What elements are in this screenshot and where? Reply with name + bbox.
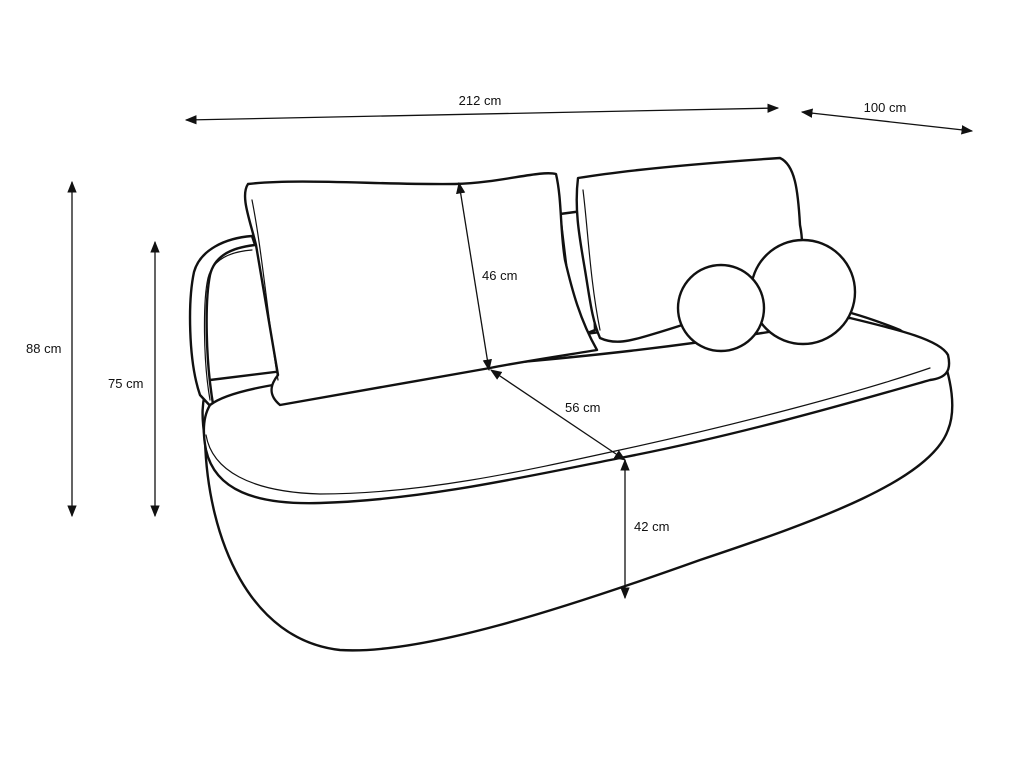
seat-depth-label: 56 cm [565,400,600,415]
back-cushion-height-dimension-line [456,181,492,372]
seat-cushion-piping [205,367,931,495]
depth-label: 100 cm [864,100,907,115]
arm-height-label: 75 cm [108,376,143,391]
sofa-left-arm-piping [203,249,253,401]
round-pillow-front [676,263,766,353]
width-label: 212 cm [459,93,502,108]
width-dimension-line [184,103,780,125]
seat-depth-dimension-line [490,369,626,461]
back-cushion-left-fold [251,199,279,381]
round-pillow-back [749,238,857,346]
total-height-label: 88 cm [26,341,61,356]
seat-height-label: 42 cm [634,519,669,534]
back-cushion-height-label: 46 cm [482,268,517,283]
depth-dimension-line [800,108,974,135]
back-cushion-right-fold [582,189,601,331]
dimension-labels: 212 cm 100 cm 88 cm 75 cm 46 cm 56 cm 42… [26,93,906,534]
dimension-lines [67,103,974,600]
